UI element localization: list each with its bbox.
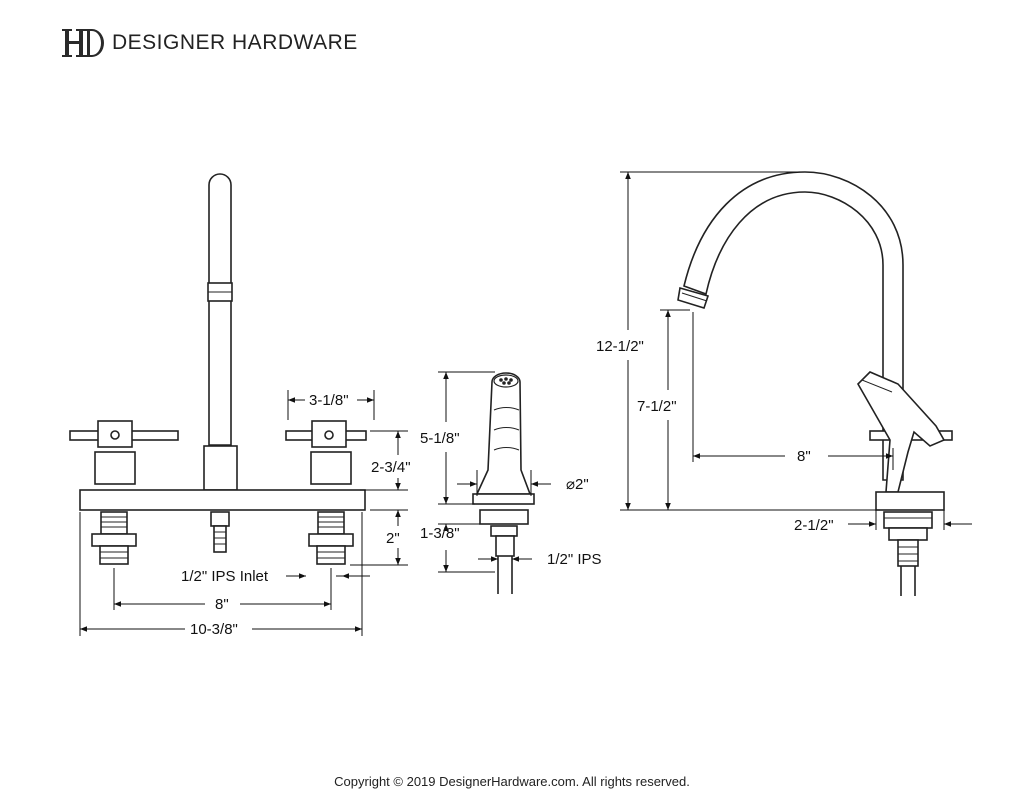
front-view-dimensions [79,390,408,636]
brand-name: DESIGNER HARDWARE [112,31,358,54]
dim-sprayer-height: 5-1/8" [420,430,460,447]
side-view-faucet [677,171,953,596]
label-ips-inlet: 1/2" IPS Inlet [181,568,269,585]
dim-overall-width: 10-3/8" [190,621,238,638]
brand-header: DESIGNER HARDWARE [62,26,358,60]
dim-centers: 8" [215,596,229,613]
designer-hardware-monogram-icon [62,29,104,57]
dim-spout-height: 7-1/2" [637,398,677,415]
dim-overall-height: 12-1/2" [596,338,644,355]
dim-shank-length: 2" [386,530,400,547]
dim-sprayer-base-height: 1-3/8" [420,525,460,542]
dim-handle-width: 3-1/8" [309,392,349,409]
sprayer-view [472,372,535,594]
front-view-faucet [69,173,367,565]
dim-sprayer-diameter: ⌀2" [566,476,589,493]
side-view-dimensions [620,171,972,530]
sprayer-dimensions [438,371,551,573]
label-sprayer-ips: 1/2" IPS [547,551,602,568]
dim-base-offset: 2-1/2" [794,517,834,534]
dim-handle-height: 2-3/4" [371,459,411,476]
dim-spout-reach: 8" [797,448,811,465]
copyright-footer: Copyright © 2019 DesignerHardware.com. A… [334,774,690,789]
